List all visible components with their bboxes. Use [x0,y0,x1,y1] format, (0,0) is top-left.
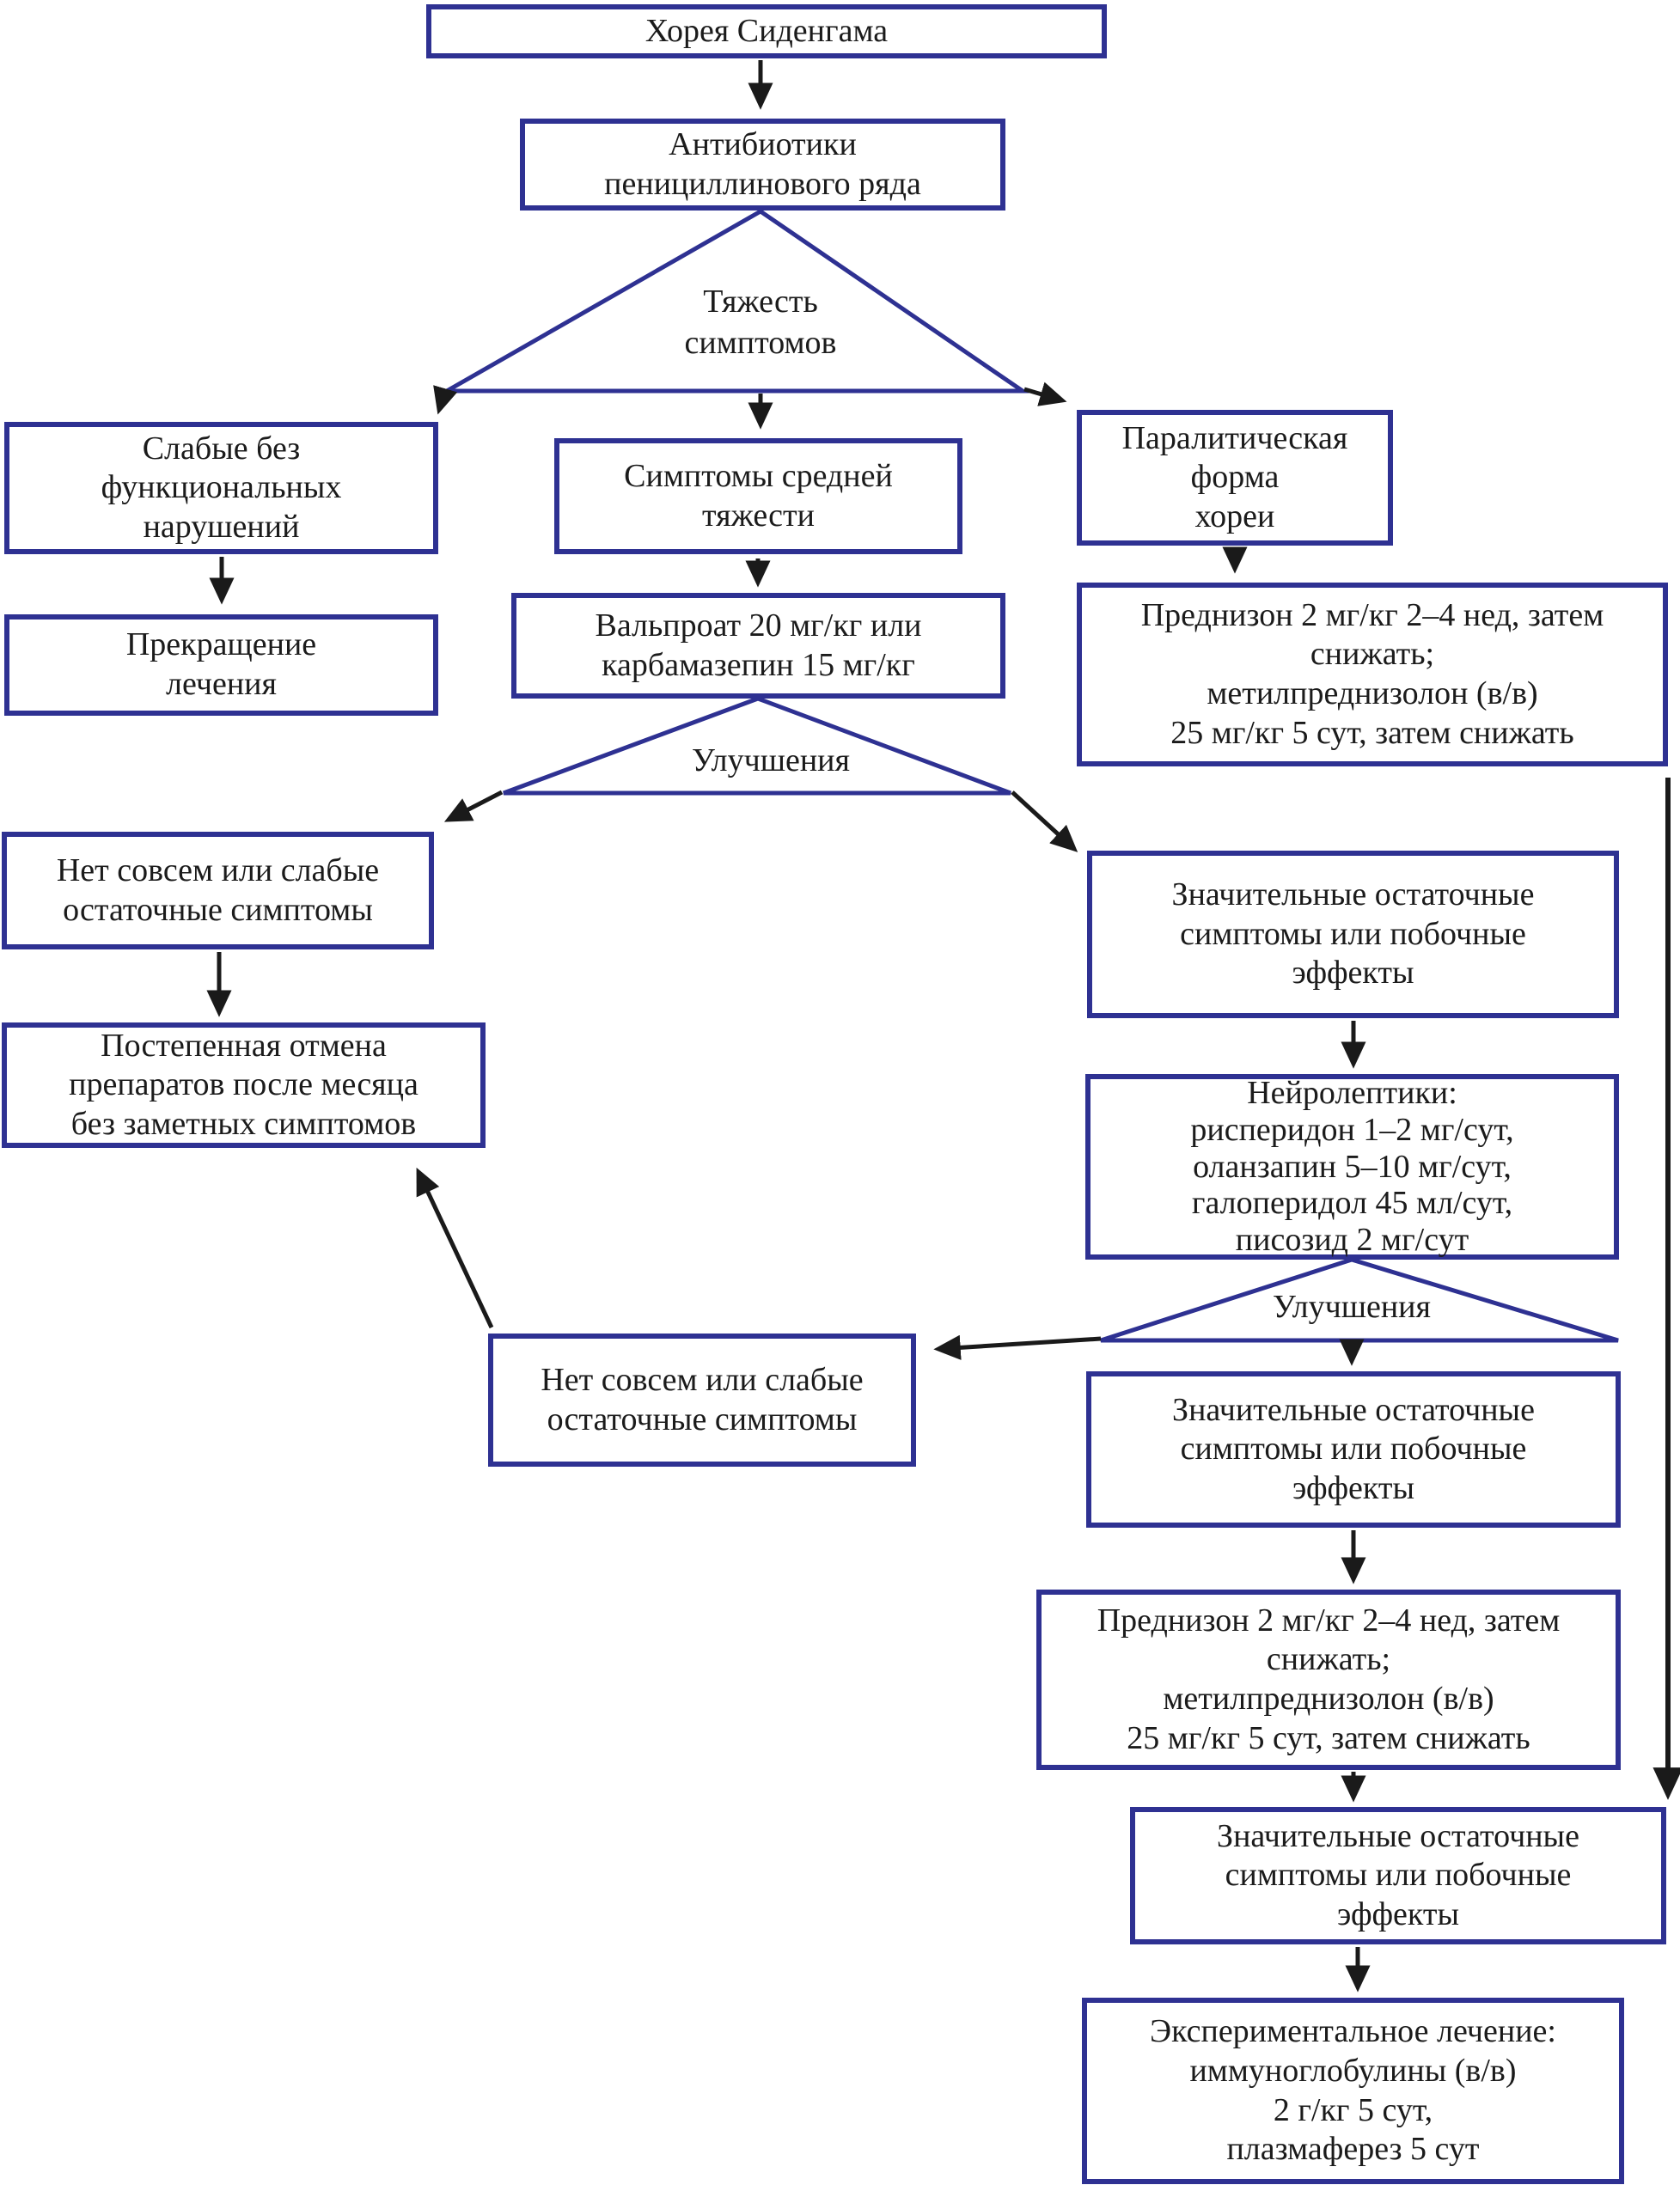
node-paralytic-form: Паралитическая форма хореи [1077,410,1393,546]
node-no-residual-2: Нет совсем или слабые остаточные симптом… [488,1334,916,1467]
node-no-residual-1: Нет совсем или слабые остаточные симптом… [2,832,434,949]
arrow-improvement2-to-noresidual2 [933,1334,1102,1360]
node-moderate-symptoms-label: Симптомы средней тяжести [624,457,893,534]
arrow-improvement1-to-significant1 [1011,790,1078,852]
node-chorea-sydenham-label: Хорея Сиденгама [645,12,889,49]
node-antibiotics: Антибиотики пенициллинового ряда [520,119,1005,211]
node-prednisone-2-label: Преднизон 2 мг/кг 2–4 нед, затем снижать… [1097,1602,1561,1756]
node-neuroleptics: Нейролептики: рисперидон 1–2 мг/сут, ола… [1085,1074,1619,1260]
decision-triangle-improvement-1 [503,696,1011,796]
decision-severity-label: Тяжесть симптомов [684,284,837,361]
node-mild-symptoms: Слабые без функциональных нарушений [4,422,438,554]
node-stop-treatment-label: Прекращение лечения [125,626,317,702]
node-paralytic-form-label: Паралитическая форма хореи [1121,419,1348,534]
node-mild-symptoms-label: Слабые без функциональных нарушений [101,430,342,545]
node-antibiotics-label: Антибиотики пенициллинового ряда [604,125,921,202]
node-gradual-withdrawal: Постепенная отмена препаратов после меся… [2,1022,486,1148]
node-stop-treatment: Прекращение лечения [4,614,438,716]
node-valproate-label: Вальпроат 20 мг/кг или карбамазепин 15 м… [595,607,922,683]
node-experimental-treatment-label: Экспериментальное лечение: иммуноглобули… [1150,2013,1556,2168]
node-valproate: Вальпроат 20 мг/кг или карбамазепин 15 м… [511,593,1005,699]
node-prednisone-1-label: Преднизон 2 мг/кг 2–4 нед, затем снижать… [1140,596,1604,751]
arrow-severity-to-paralytic [1023,381,1067,406]
node-prednisone-1: Преднизон 2 мг/кг 2–4 нед, затем снижать… [1077,583,1668,766]
node-significant-residual-1-label: Значительные остаточные симптомы или поб… [1171,876,1535,992]
node-no-residual-1-label: Нет совсем или слабые остаточные симптом… [56,851,380,928]
arrow-severity-to-mild [433,385,458,415]
node-no-residual-2-label: Нет совсем или слабые остаточные симптом… [541,1361,864,1437]
node-significant-residual-3: Значительные остаточные симптомы или поб… [1130,1807,1666,1944]
decision-improvement-2-label: Улучшения [1273,1289,1431,1325]
node-experimental-treatment: Экспериментальное лечение: иммуноглобули… [1082,1998,1624,2184]
decision-triangle-severity [438,209,1030,394]
node-chorea-sydenham: Хорея Сиденгама [426,4,1107,58]
decision-improvement-1-label: Улучшения [692,742,850,778]
arrow-improvement1-to-noresidual1 [443,790,504,822]
node-significant-residual-2: Значительные остаточные симптомы или поб… [1086,1371,1621,1528]
node-significant-residual-1: Значительные остаточные симптомы или поб… [1087,851,1619,1018]
node-significant-residual-3-label: Значительные остаточные симптомы или поб… [1217,1817,1579,1932]
node-moderate-symptoms: Симптомы средней тяжести [554,438,962,554]
node-significant-residual-2-label: Значительные остаточные симптомы или поб… [1172,1391,1535,1506]
node-neuroleptics-label: Нейролептики: рисперидон 1–2 мг/сут, ола… [1190,1074,1514,1259]
arrow-noresidual2-to-withdrawal [416,1167,494,1329]
node-prednisone-2: Преднизон 2 мг/кг 2–4 нед, затем снижать… [1036,1590,1621,1770]
node-gradual-withdrawal-label: Постепенная отмена препаратов после меся… [69,1027,418,1142]
